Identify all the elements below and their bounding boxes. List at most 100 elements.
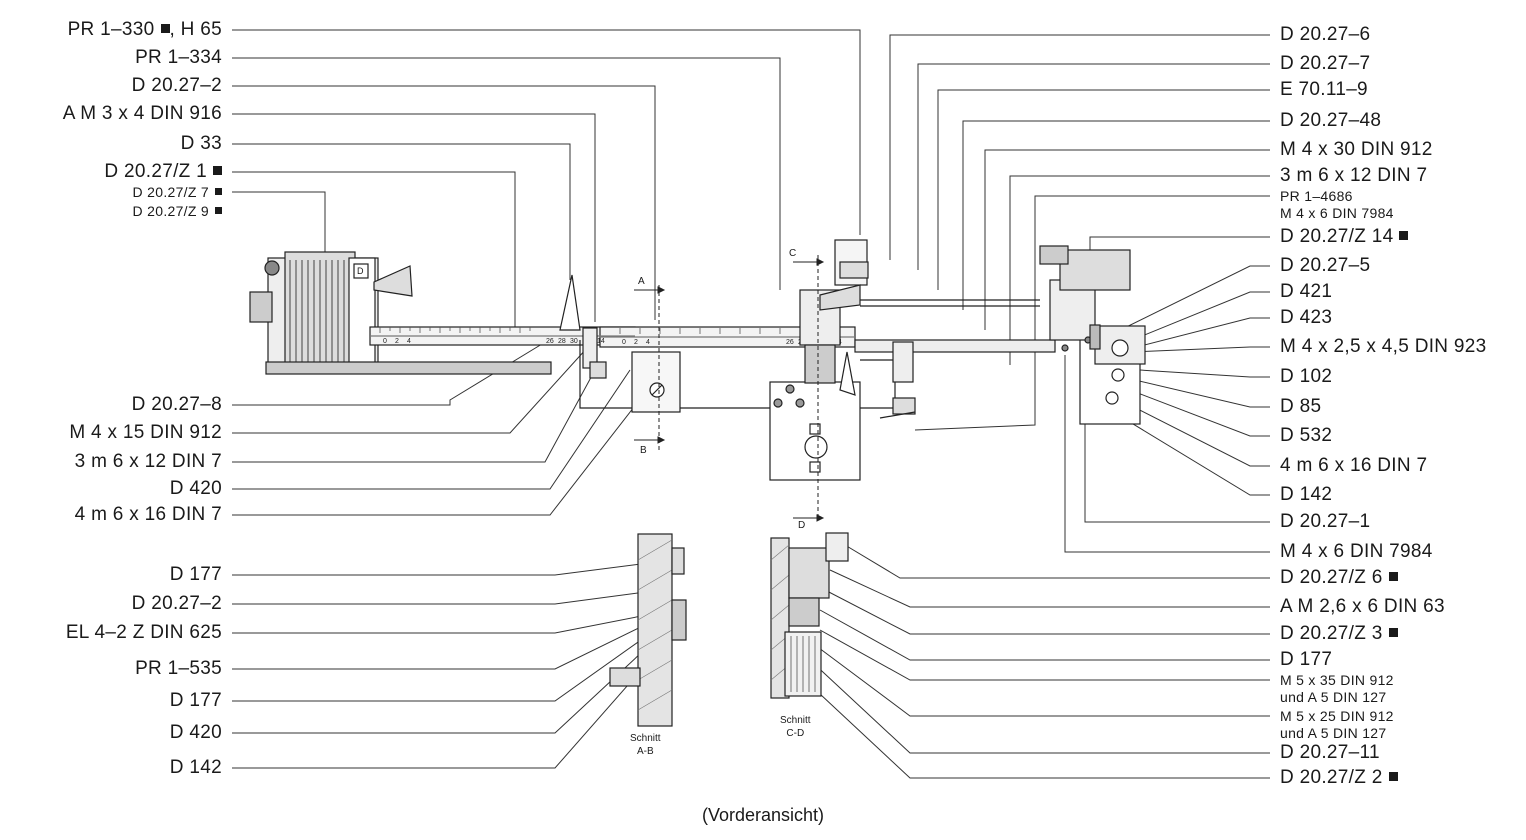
standard-part-mark-icon: [215, 188, 222, 195]
left-label-12: 4 m 6 x 16 DIN 7: [75, 505, 222, 524]
right-label-2: E 70.11–9: [1280, 80, 1368, 99]
left-leader-16: [232, 619, 656, 670]
right-leader-20: [844, 544, 1270, 579]
right-label-text-24: M 5 x 35 DIN 912: [1280, 672, 1394, 688]
right-label-text-22: D 20.27/Z 3: [1280, 623, 1383, 644]
right-leader-24: [819, 629, 1270, 681]
right-label-text-29: D 20.27/Z 2: [1280, 767, 1383, 788]
right-label-text-14: D 85: [1280, 396, 1322, 417]
right-label-text-6: PR 1–4686: [1280, 188, 1353, 204]
right-label-26: M 5 x 25 DIN 912: [1280, 709, 1394, 723]
left-label-text-19: D 142: [169, 757, 222, 778]
right-label-text-27: und A 5 DIN 127: [1280, 725, 1387, 741]
left-label-1: PR 1–334: [135, 48, 222, 67]
right-leader-1: [917, 63, 1270, 270]
right-label-text-18: D 20.27–1: [1280, 511, 1371, 532]
standard-part-mark-icon: [1388, 772, 1398, 781]
right-leader-13: [1139, 369, 1270, 378]
right-leader-29: [804, 679, 1270, 779]
left-leader-5: [232, 171, 516, 330]
standard-part-mark-icon: [213, 166, 222, 175]
right-label-7: M 4 x 6 DIN 7984: [1280, 206, 1394, 220]
left-label-text-7: D 20.27/Z 9: [132, 203, 209, 219]
cut-lines: [658, 255, 819, 520]
right-label-text-16: 4 m 6 x 16 DIN 7: [1280, 455, 1428, 476]
right-leader-18: [1084, 400, 1270, 523]
left-label-0: PR 1–330, H 65: [68, 20, 222, 39]
left-label-14: D 20.27–2: [132, 594, 222, 613]
right-label-17: D 142: [1280, 485, 1332, 504]
right-label-text-23: D 177: [1280, 649, 1333, 670]
right-label-12: M 4 x 2,5 x 4,5 DIN 923: [1280, 337, 1487, 356]
right-leader-3: [962, 120, 1270, 310]
right-label-text-2: E 70.11–9: [1280, 79, 1368, 100]
left-label-text-10: 3 m 6 x 12 DIN 7: [74, 451, 222, 472]
left-label-text-8: D 20.27–8: [131, 394, 222, 415]
right-leader-14: [1134, 379, 1270, 408]
dial-letter: D: [357, 266, 364, 276]
left-label-text-3: A M 3 x 4 DIN 916: [62, 103, 222, 124]
right-label-13: D 102: [1280, 367, 1332, 386]
view-caption: (Vorderansicht): [701, 805, 825, 825]
tailstock: [1039, 245, 1146, 425]
scale-number-0: 0: [383, 338, 387, 345]
left-label-18: D 420: [170, 723, 222, 742]
right-label-text-9: D 20.27–5: [1280, 255, 1371, 276]
right-label-text-0: D 20.27–6: [1280, 24, 1371, 45]
left-leader-14: [232, 589, 661, 605]
right-label-text-25: und A 5 DIN 127: [1280, 689, 1387, 705]
right-label-1: D 20.27–7: [1280, 54, 1370, 73]
right-label-text-12: M 4 x 2,5 x 4,5 DIN 923: [1280, 336, 1487, 357]
right-label-28: D 20.27–11: [1280, 743, 1380, 762]
left-leader-1: [232, 57, 781, 290]
standard-part-mark-icon: [1399, 231, 1409, 240]
scale-number-8: 2: [634, 339, 638, 346]
left-label-text-15: EL 4–2 Z DIN 625: [65, 622, 222, 643]
section-cd-drawing: [770, 532, 849, 699]
left-leader-4: [232, 143, 571, 280]
right-label-11: D 423: [1280, 308, 1332, 327]
left-label-5: D 20.27/Z 1: [104, 162, 222, 181]
right-label-27: und A 5 DIN 127: [1280, 726, 1386, 740]
right-label-text-4: M 4 x 30 DIN 912: [1280, 139, 1433, 160]
left-label-11: D 420: [170, 479, 222, 498]
section-ab-label: Schnitt A-B: [630, 733, 661, 757]
left-label-text-4: D 33: [180, 133, 222, 154]
left-label-2: D 20.27–2: [132, 76, 222, 95]
right-label-16: 4 m 6 x 16 DIN 7: [1280, 456, 1427, 475]
right-leader-4: [984, 149, 1270, 330]
left-label-text-1: PR 1–334: [135, 47, 222, 68]
right-label-text-28: D 20.27–11: [1280, 742, 1380, 763]
right-label-0: D 20.27–6: [1280, 25, 1370, 44]
right-leader-9: [1099, 265, 1270, 341]
cut-letter-d: D: [798, 520, 806, 531]
left-label-text-16: PR 1–535: [135, 658, 222, 679]
standard-part-mark-icon: [215, 207, 222, 214]
left-leader-0: [232, 29, 861, 235]
left-label-text-11: D 420: [169, 478, 222, 499]
scale-number-1: 2: [395, 338, 399, 345]
right-label-text-21: A M 2,6 x 6 DIN 63: [1280, 596, 1445, 617]
right-label-text-8: D 20.27/Z 14: [1280, 226, 1394, 247]
right-leader-23: [819, 609, 1270, 661]
right-label-text-11: D 423: [1280, 307, 1333, 328]
right-leader-28: [809, 659, 1270, 754]
right-leader-15: [1129, 389, 1270, 437]
left-label-9: M 4 x 15 DIN 912: [69, 423, 222, 442]
left-label-text-6: D 20.27/Z 7: [132, 184, 209, 200]
leader-lines: [232, 29, 1270, 779]
right-label-20: D 20.27/Z 6: [1280, 568, 1398, 587]
left-label-text-17: D 177: [169, 690, 222, 711]
right-label-text-20: D 20.27/Z 6: [1280, 567, 1383, 588]
scale-number-2: 4: [407, 338, 411, 345]
left-label-text-14: D 20.27–2: [131, 593, 222, 614]
left-leader-11: [232, 369, 631, 490]
left-leader-2: [232, 85, 656, 320]
left-leader-19: [232, 659, 651, 769]
headstock: [249, 251, 552, 375]
right-label-25: und A 5 DIN 127: [1280, 690, 1386, 704]
left-leader-9: [232, 347, 588, 434]
right-label-21: A M 2,6 x 6 DIN 63: [1280, 597, 1445, 616]
right-leader-19: [1064, 355, 1270, 553]
right-label-14: D 85: [1280, 397, 1321, 416]
